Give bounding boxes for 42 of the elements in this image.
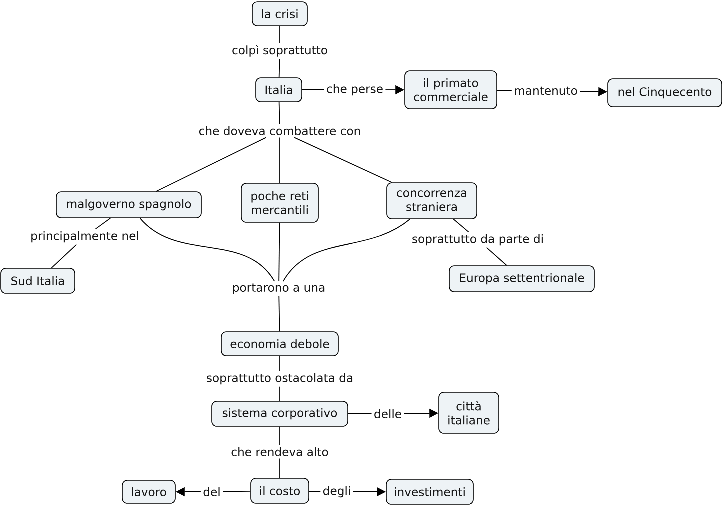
linking-phrase: del xyxy=(204,488,220,496)
concept-box: città italiane xyxy=(438,392,500,434)
curved-connector xyxy=(282,218,411,282)
linking-phrase: portarono a una xyxy=(233,284,325,294)
concept-box: la crisi xyxy=(252,2,308,26)
concept-box: investimenti xyxy=(386,479,474,505)
connector-line xyxy=(308,491,322,492)
linking-phrase: mantenuto xyxy=(515,86,578,96)
connector-line xyxy=(294,137,393,184)
concept-box: economia debole xyxy=(221,332,339,356)
linking-phrase: che rendeva alto xyxy=(232,448,328,456)
connector-line xyxy=(486,247,508,266)
connector-line xyxy=(95,218,112,230)
concept-box: il costo xyxy=(250,478,310,504)
connector-line xyxy=(278,102,280,125)
concept-box: poche reti mercantili xyxy=(241,183,319,223)
connector-line xyxy=(278,58,280,78)
connector-line xyxy=(278,222,280,282)
concept-box: concorrenza straniera xyxy=(386,182,478,220)
concept-box: Italia xyxy=(256,78,302,102)
concept-box: lavoro xyxy=(122,480,176,504)
linking-phrase: delle xyxy=(374,410,402,418)
linking-phrase: degli xyxy=(324,486,350,498)
concept-box: Europa settentrionale xyxy=(449,266,595,292)
linking-phrase: colpì soprattutto xyxy=(232,45,328,57)
linking-phrase: soprattutto ostacolata da xyxy=(207,373,353,385)
connector-line xyxy=(51,244,78,269)
connector-line xyxy=(278,296,280,332)
linking-phrase: che perse xyxy=(327,84,383,96)
concept-box: malgoverno spagnolo xyxy=(56,192,202,218)
connector-line xyxy=(222,490,252,492)
concept-box: sistema corporativo xyxy=(212,401,348,427)
connector-line xyxy=(156,137,267,192)
linking-phrase: soprattutto da parte di xyxy=(412,234,543,246)
curved-connector xyxy=(140,218,276,282)
connector-line xyxy=(496,90,512,92)
linking-phrase: principalmente nel xyxy=(32,231,138,243)
concept-box: nel Cinquecento xyxy=(608,78,722,108)
linking-phrase: che doveva combattere con xyxy=(200,126,360,136)
concept-box: Sud Italia xyxy=(0,268,76,294)
concept-box: il primato commerciale xyxy=(404,70,498,110)
connector-line xyxy=(453,218,470,233)
